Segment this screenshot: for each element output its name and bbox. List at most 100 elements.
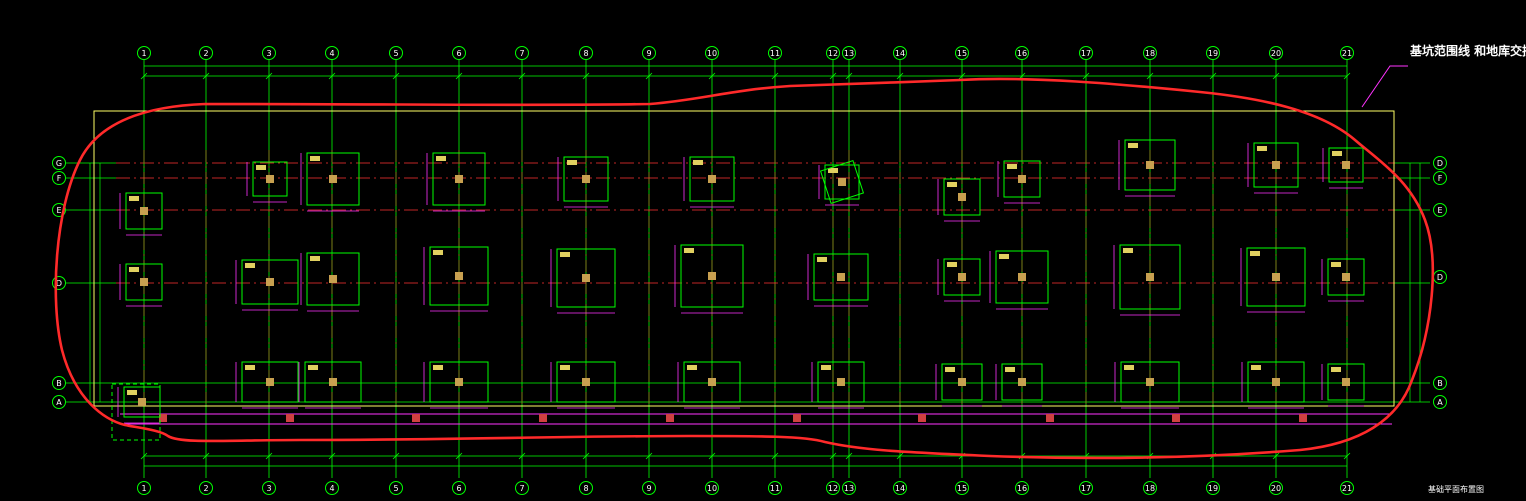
dim-tick bbox=[265, 72, 273, 80]
building-outline bbox=[93, 110, 1395, 407]
axis-label-D: D bbox=[56, 279, 62, 288]
column bbox=[1342, 378, 1350, 386]
footing-tag bbox=[1128, 143, 1138, 148]
footing bbox=[241, 361, 299, 403]
footing-tag bbox=[947, 262, 957, 267]
column bbox=[708, 378, 716, 386]
dim-tick bbox=[202, 452, 210, 460]
axis-label-9: 9 bbox=[646, 484, 651, 493]
column bbox=[958, 378, 966, 386]
axis-label-7: 7 bbox=[519, 49, 524, 58]
axis-label-3: 3 bbox=[266, 49, 271, 58]
axis-label-17: 17 bbox=[1081, 49, 1091, 58]
axis-label-4: 4 bbox=[329, 484, 334, 493]
footing-tag bbox=[436, 156, 446, 161]
axis-bubble-17 bbox=[1079, 46, 1093, 60]
axis-bubble-A bbox=[52, 395, 66, 409]
column bbox=[1146, 161, 1154, 169]
dim-tick bbox=[645, 72, 653, 80]
column bbox=[1146, 273, 1154, 281]
axis-bubble-21 bbox=[1340, 481, 1354, 495]
axis-label-15: 15 bbox=[957, 484, 967, 493]
axis-label-4: 4 bbox=[329, 49, 334, 58]
axis-label-5: 5 bbox=[393, 484, 398, 493]
column bbox=[1342, 161, 1350, 169]
axis-bubble-7 bbox=[515, 46, 529, 60]
revision-cloud-layer bbox=[54, 77, 1435, 460]
axis-bubble-16 bbox=[1015, 481, 1029, 495]
footing bbox=[563, 156, 609, 202]
axis-label-1: 1 bbox=[141, 484, 146, 493]
axis-bubble-10 bbox=[705, 46, 719, 60]
axis-label-21: 21 bbox=[1342, 484, 1352, 493]
dim-tick bbox=[518, 72, 526, 80]
dim-tick bbox=[140, 72, 148, 80]
footing-tag bbox=[310, 156, 320, 161]
footing-tag bbox=[256, 165, 266, 170]
footing bbox=[813, 253, 869, 301]
pit-boundary-annotation: 基坑范围线 和地库交接处到地库盖 bbox=[1410, 44, 1526, 58]
axis-label-15: 15 bbox=[957, 49, 967, 58]
wall-pile bbox=[1046, 414, 1054, 422]
axis-label-2: 2 bbox=[203, 49, 208, 58]
axis-label-9: 9 bbox=[646, 49, 651, 58]
column bbox=[708, 272, 716, 280]
footing-tag bbox=[245, 365, 255, 370]
footing bbox=[125, 263, 163, 301]
footing-tag bbox=[999, 254, 1009, 259]
dim-tick bbox=[771, 452, 779, 460]
axis-label-10: 10 bbox=[707, 49, 717, 58]
wall-pile bbox=[793, 414, 801, 422]
axis-bubble-8 bbox=[579, 46, 593, 60]
axis-bubble-3 bbox=[262, 481, 276, 495]
footing-tag bbox=[1331, 262, 1341, 267]
axis-label-B: B bbox=[1437, 379, 1443, 388]
footing-tag bbox=[828, 168, 838, 173]
axis-bubble-19 bbox=[1206, 481, 1220, 495]
dim-tick bbox=[829, 72, 837, 80]
axis-label-F: F bbox=[1438, 174, 1443, 183]
axis-bubble-15 bbox=[955, 46, 969, 60]
axis-label-5: 5 bbox=[393, 49, 398, 58]
footing bbox=[689, 156, 735, 202]
footing-tag bbox=[129, 196, 139, 201]
dim-tick bbox=[771, 72, 779, 80]
footing-tag bbox=[693, 160, 703, 165]
footing bbox=[556, 361, 616, 403]
axis-bubble-3 bbox=[262, 46, 276, 60]
column bbox=[1272, 378, 1280, 386]
wall-pile bbox=[412, 414, 420, 422]
axis-label-20: 20 bbox=[1271, 49, 1281, 58]
axis-bubble-F bbox=[1433, 171, 1447, 185]
dim-tick bbox=[958, 72, 966, 80]
column bbox=[1018, 273, 1026, 281]
axis-bubble-9 bbox=[642, 46, 656, 60]
axis-label-16: 16 bbox=[1017, 484, 1027, 493]
footing bbox=[306, 152, 360, 206]
column bbox=[455, 378, 463, 386]
axis-bubble-17 bbox=[1079, 481, 1093, 495]
dim-tick bbox=[1343, 72, 1351, 80]
axis-label-11: 11 bbox=[770, 49, 780, 58]
footing bbox=[943, 178, 981, 216]
footing-tag bbox=[947, 182, 957, 187]
axis-label-D: D bbox=[1437, 159, 1443, 168]
axis-label-D: D bbox=[1437, 273, 1443, 282]
footing-tag bbox=[129, 267, 139, 272]
column bbox=[1018, 378, 1026, 386]
footing bbox=[1246, 247, 1306, 307]
axis-label-13: 13 bbox=[844, 484, 854, 493]
footing-tag bbox=[1007, 164, 1017, 169]
axis-label-10: 10 bbox=[707, 484, 717, 493]
axis-bubble-5 bbox=[389, 481, 403, 495]
axis-label-6: 6 bbox=[456, 49, 461, 58]
wall-pile bbox=[1299, 414, 1307, 422]
axis-bubble-B bbox=[52, 376, 66, 390]
dim-tick bbox=[455, 452, 463, 460]
axis-label-A: A bbox=[1437, 398, 1443, 407]
axis-label-8: 8 bbox=[583, 49, 588, 58]
wall-pile bbox=[666, 414, 674, 422]
pit-boundary-layer bbox=[93, 65, 1408, 425]
axis-label-12: 12 bbox=[828, 49, 838, 58]
column bbox=[266, 378, 274, 386]
